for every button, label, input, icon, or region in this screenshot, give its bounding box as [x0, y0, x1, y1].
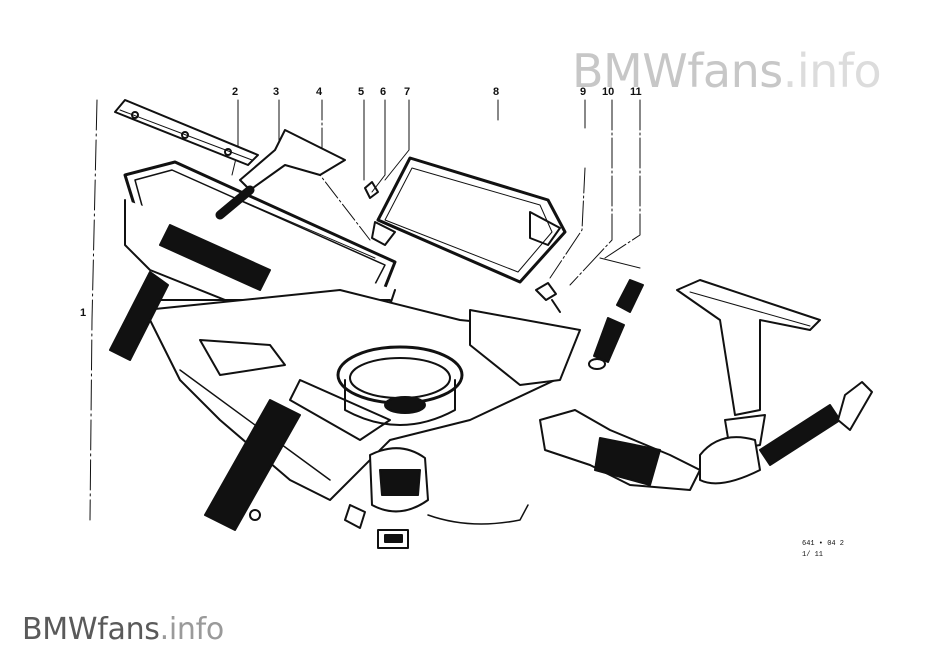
- callout-1: 1: [80, 307, 86, 319]
- watermark-top-brand: BMWfans: [572, 44, 783, 98]
- callout-7: 7: [404, 86, 410, 98]
- callout-9: 9: [580, 86, 586, 98]
- watermark-top-tld: .info: [782, 44, 882, 98]
- leader-lines: [89, 99, 641, 521]
- callout-11: 11: [630, 86, 642, 98]
- part-left-hoses: [109, 271, 301, 531]
- part-small-fittings: [535, 279, 644, 370]
- callout-2: 2: [232, 86, 238, 98]
- part-blower-motor: [344, 447, 529, 549]
- part-filter-box: [364, 156, 567, 284]
- callout-3: 3: [273, 86, 279, 98]
- drawing-code-sheet: 1/ 11: [802, 551, 823, 559]
- callout-10: 10: [602, 86, 614, 98]
- part-right-hose: [539, 279, 873, 491]
- part-blower-ring: [336, 345, 464, 426]
- watermark-bottom: BMWfans.info: [22, 612, 224, 647]
- callout-5: 5: [358, 86, 364, 98]
- callout-8: 8: [493, 86, 499, 98]
- part-bracket-rail: [114, 99, 259, 166]
- callout-4: 4: [316, 86, 323, 98]
- drawing-code: 641 • 04 2: [802, 540, 844, 548]
- part-nozzle: [215, 129, 346, 220]
- callout-labels: 1 2 3 4 5 6 7 8 9 10 11 641 • 04 2 1/ 11: [80, 86, 844, 559]
- watermark-top: BMWfans.info: [572, 44, 882, 98]
- watermark-bottom-brand: BMWfans: [22, 612, 160, 647]
- watermark-bottom-tld: .info: [159, 612, 225, 647]
- callout-6: 6: [380, 86, 386, 98]
